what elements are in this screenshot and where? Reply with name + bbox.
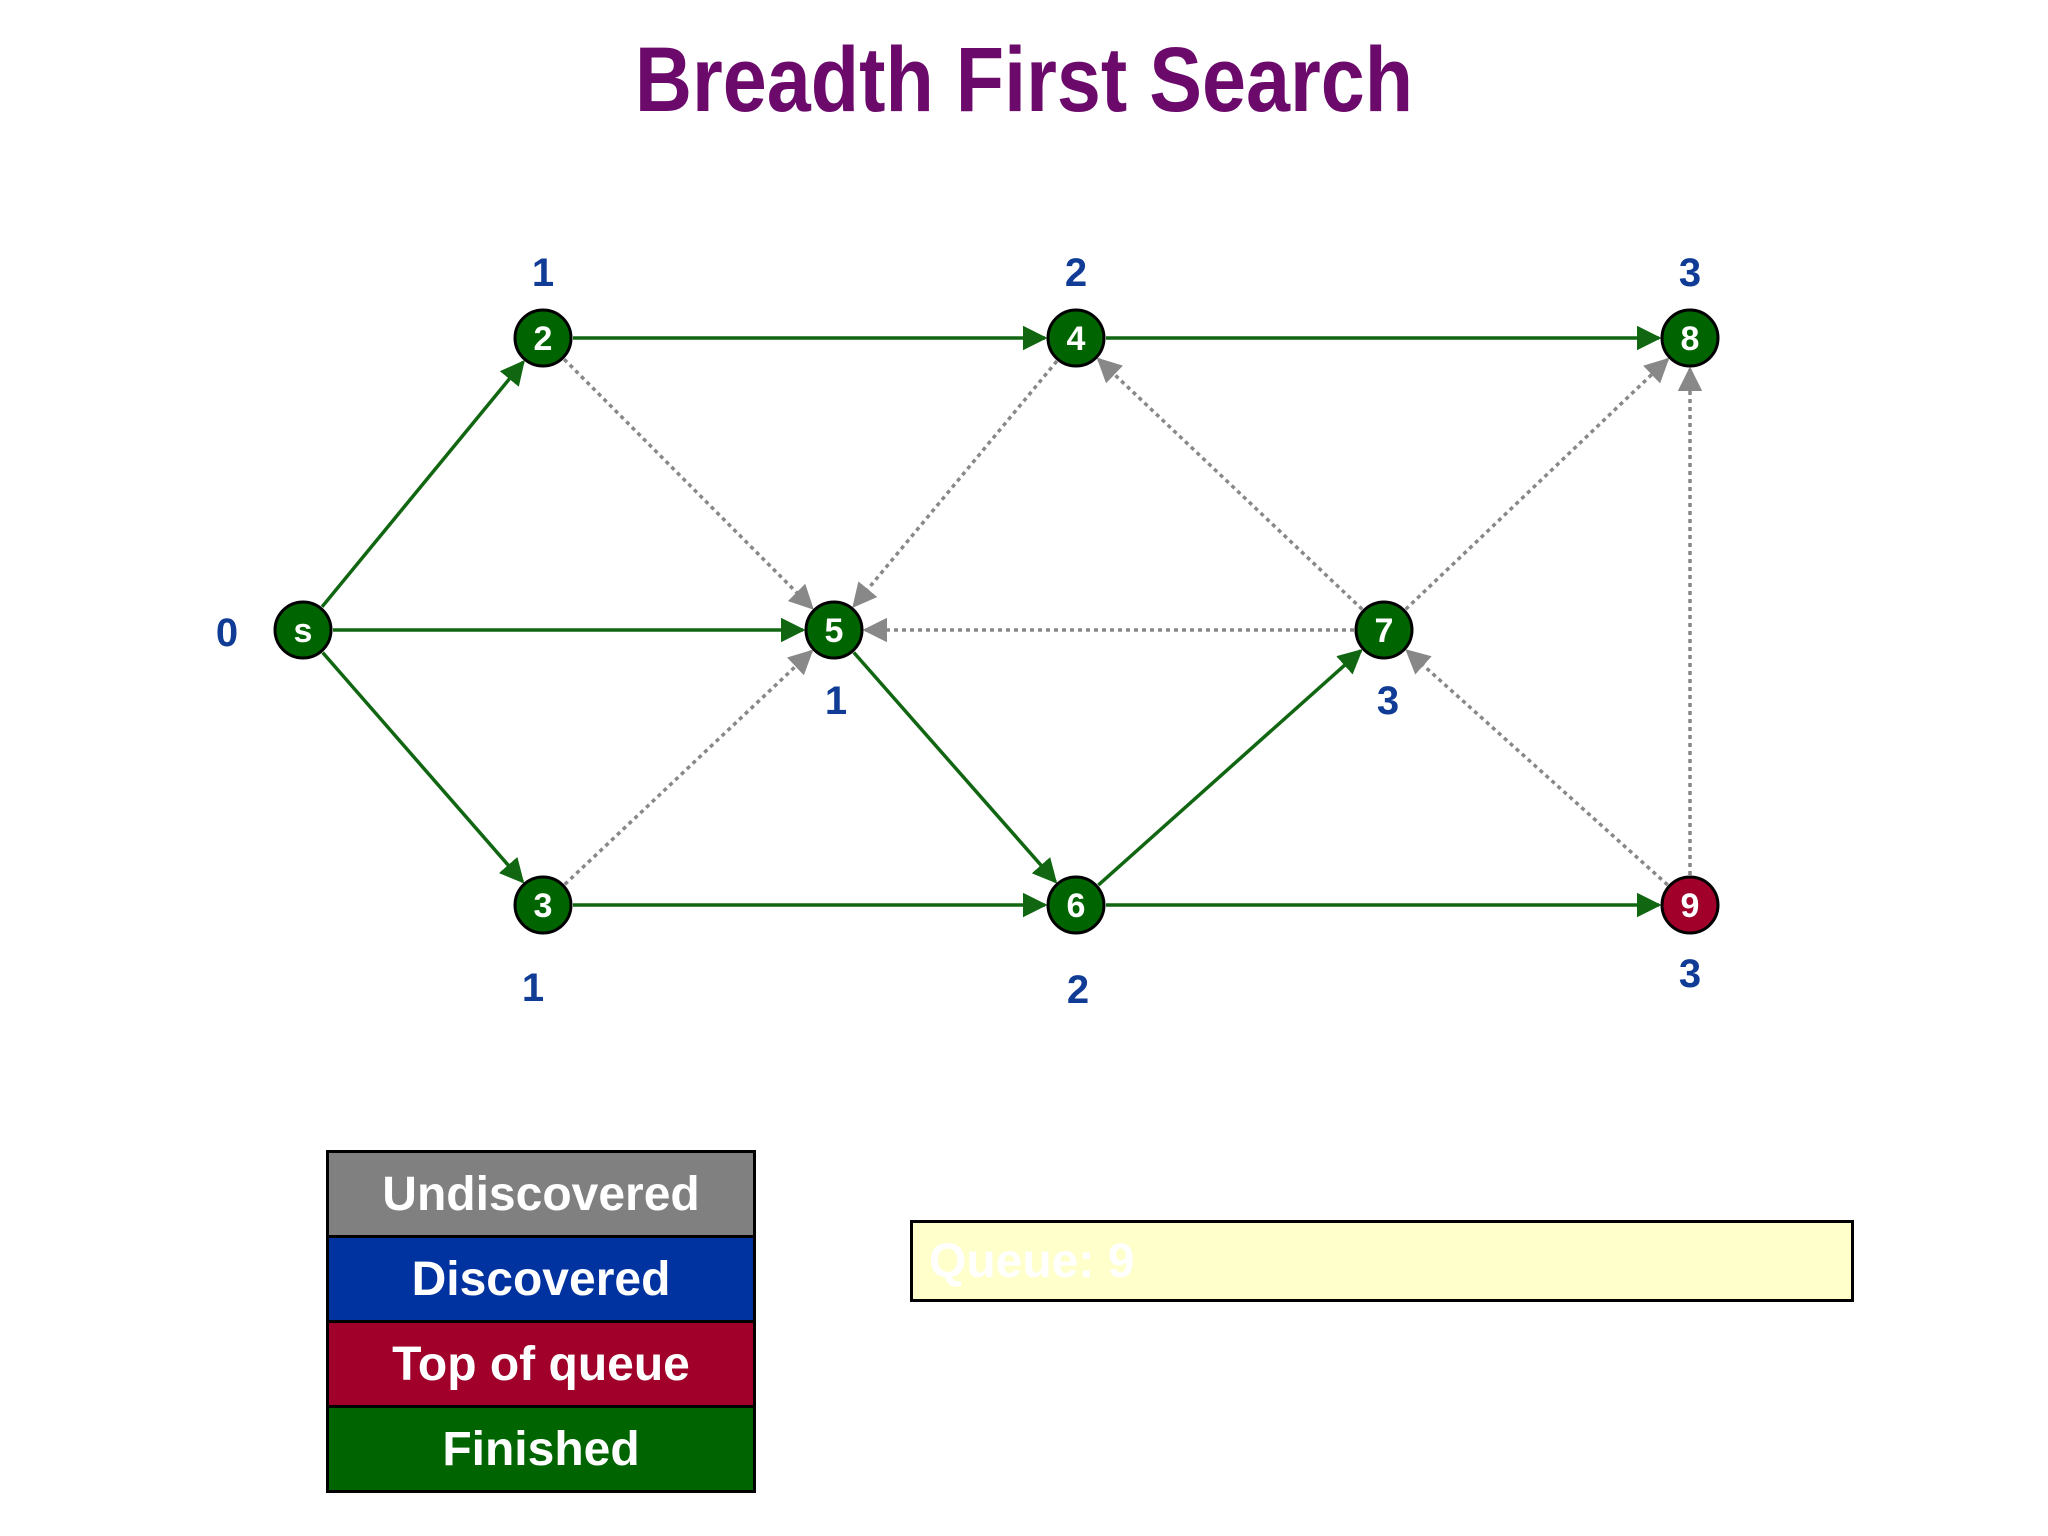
edge-4-5 [852,359,1059,609]
node-9: 9 [1660,875,1720,935]
queue-box: Queue: 9 [910,1220,1854,1302]
node-circle-s [273,600,333,660]
edge-7-4 [1096,357,1364,611]
distance-label-9: 3 [1679,952,1701,996]
node-circle-9 [1660,875,1720,935]
node-label-9: 9 [1681,887,1700,925]
node-label-6: 6 [1067,887,1086,925]
legend-top-of-queue: Top of queue [326,1320,756,1408]
node-6: 6 [1046,875,1106,935]
node-5: 5 [804,600,864,660]
edge-3-5 [563,649,814,886]
node-7: 7 [1354,600,1414,660]
node-circle-6 [1046,875,1106,935]
distance-label-4: 2 [1065,251,1087,295]
edges-layer [320,325,1703,918]
edge-7-8 [1404,357,1670,611]
edge-5-6 [852,651,1058,884]
node-label-3: 3 [534,887,553,925]
node-8: 8 [1660,308,1720,368]
node-label-s: s [294,612,313,650]
edge-s-2 [320,360,525,608]
node-label-8: 8 [1681,320,1700,358]
distance-label-7: 3 [1377,679,1399,723]
node-circle-4 [1046,308,1106,368]
node-circle-3 [513,875,573,935]
node-circle-8 [1660,308,1720,368]
edge-6-7 [1097,649,1363,887]
edge-9-7 [1405,649,1669,887]
distance-label-2: 1 [532,251,554,295]
node-2: 2 [513,308,573,368]
legend-discovered: Discovered [326,1235,756,1323]
node-3: 3 [513,875,573,935]
edge-s-3 [321,651,525,884]
legend-finished: Finished [326,1405,756,1493]
node-s: s [273,600,333,660]
distance-labels-layer: 0 1 1 2 1 2 3 3 3 [216,251,1701,1012]
distance-label-8: 3 [1679,251,1701,295]
node-label-4: 4 [1067,320,1086,358]
node-label-7: 7 [1375,612,1394,650]
node-label-5: 5 [825,612,844,650]
legend-undiscovered: Undiscovered [326,1150,756,1238]
node-circle-7 [1354,600,1414,660]
legend: Undiscovered Discovered Top of queue Fin… [326,1150,756,1493]
distance-label-6: 2 [1067,968,1089,1012]
edge-2-5 [562,358,814,610]
distance-label-5: 1 [825,679,847,723]
node-4: 4 [1046,308,1106,368]
node-circle-5 [804,600,864,660]
nodes-layer: s 2 3 4 5 6 7 8 9 [273,308,1720,935]
page-title: Breadth First Search [634,29,1414,131]
node-circle-2 [513,308,573,368]
node-label-2: 2 [534,320,553,358]
queue-text: Queue: 9 [929,1234,1135,1288]
distance-label-s: 0 [216,611,238,655]
distance-label-3: 1 [522,966,544,1010]
